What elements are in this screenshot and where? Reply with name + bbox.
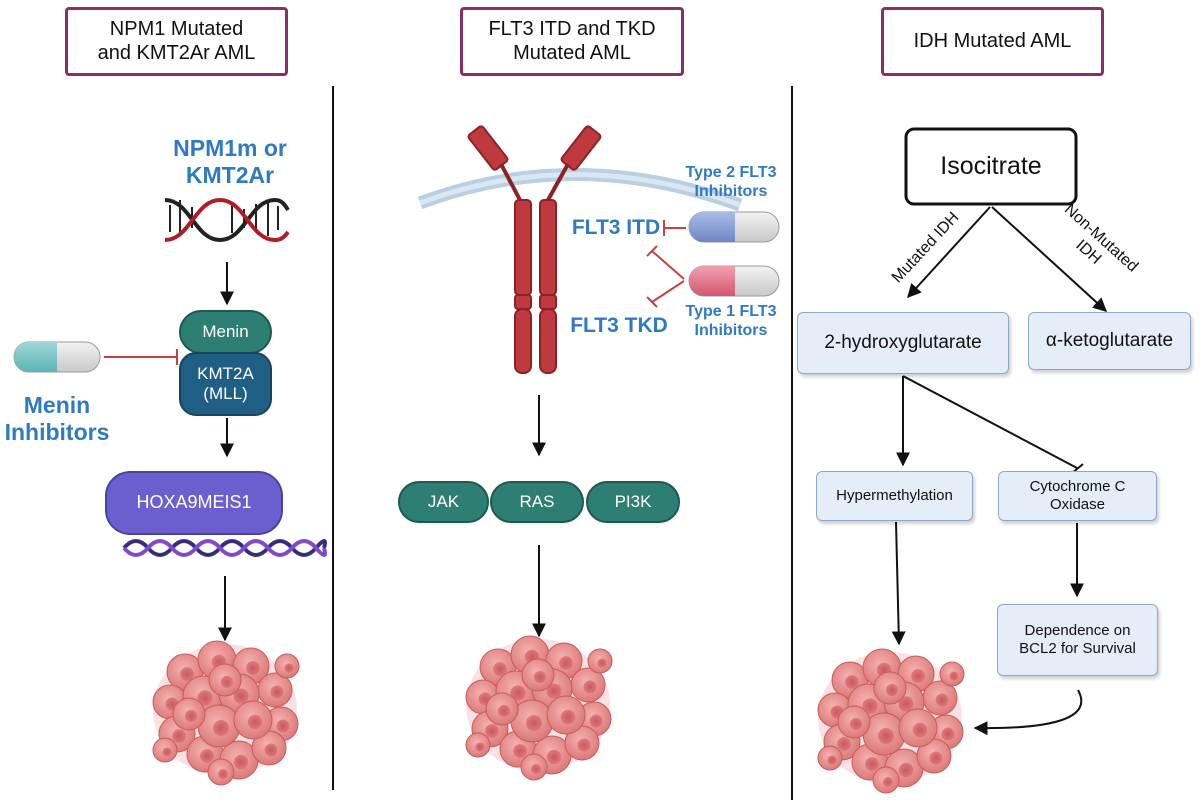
cell-nucleus	[276, 719, 290, 733]
cell-nucleus	[827, 755, 837, 765]
dna-helix-icon	[164, 197, 290, 243]
cell-nucleus	[935, 693, 949, 707]
cell-nucleus	[885, 683, 899, 697]
cell-nucleus	[218, 769, 228, 779]
mutation-label: NPM1m or KMT2Ar	[173, 134, 287, 188]
cell-nucleus	[862, 698, 878, 714]
cell-nucleus	[560, 709, 576, 725]
ras-label: RAS	[519, 491, 555, 511]
tumor-cell-cluster-icon	[152, 640, 300, 786]
cell-nucleus	[911, 669, 925, 683]
cell-nucleus	[849, 717, 863, 731]
tumor-cell-cluster-icon	[465, 635, 613, 781]
pi3k-protein	[586, 481, 680, 523]
cell-nucleus	[883, 777, 893, 787]
cell-nucleus	[200, 749, 214, 763]
cell-nucleus	[546, 749, 562, 765]
cytochrome-c-oxidase-box: Cytochrome C Oxidase	[998, 471, 1157, 521]
cell-nucleus	[233, 754, 249, 770]
cell-nucleus	[526, 715, 542, 731]
pi3k-label: PI3K	[614, 491, 652, 511]
cell-nucleus	[197, 690, 213, 706]
cell-nucleus	[485, 724, 499, 738]
hoxa9meis1-protein	[105, 471, 283, 535]
cell-nucleus	[559, 656, 573, 670]
header-idh: IDH Mutated AML	[881, 7, 1104, 76]
cell-nucleus	[941, 727, 955, 741]
type1-inhibitors-label: Type 1 FLT3 Inhibitors	[685, 303, 777, 339]
cell-nucleus	[180, 667, 194, 681]
cell-nucleus	[949, 671, 959, 681]
type2-inhibitors-label: Type 2 FLT3 Inhibitors	[685, 164, 777, 200]
flt3-itd-label: FLT3 ITD	[571, 215, 661, 239]
cell-nucleus	[898, 696, 914, 712]
ras-protein	[490, 481, 584, 523]
cell-nucleus	[546, 683, 562, 699]
cell-nucleus	[583, 680, 597, 694]
cell-nucleus	[172, 729, 186, 743]
header-npm1: NPM1 Mutated and KMT2Ar AML	[65, 7, 288, 76]
cell-nucleus	[878, 728, 894, 744]
cell-nucleus	[912, 722, 928, 738]
type1-inhibitor-pill-icon	[688, 265, 780, 297]
hypermethylation-box: Hypermethylation	[816, 471, 973, 521]
cell-nucleus	[247, 714, 263, 730]
cell-nucleus	[865, 757, 879, 771]
hoxa9meis1-label: HOXA9MEIS1	[136, 492, 252, 513]
kmt2a-protein	[179, 352, 272, 416]
cell-nucleus	[162, 747, 172, 757]
cell-nucleus	[589, 714, 603, 728]
cell-nucleus	[845, 675, 859, 689]
jak-protein	[398, 481, 489, 523]
tumor-cell-cluster-icon	[817, 648, 965, 794]
alpha-ketoglutarate-box: α-ketoglutarate	[1028, 312, 1191, 370]
cell-nucleus	[475, 742, 485, 752]
2-hydroxyglutarate-box: 2-hydroxyglutarate	[797, 312, 1009, 374]
cell-nucleus	[597, 658, 607, 668]
cell-nucleus	[184, 709, 198, 723]
cell-nucleus	[220, 675, 234, 689]
bcl2-dependence-box: Dependence on BCL2 for Survival	[997, 604, 1158, 676]
isocitrate-box	[904, 127, 1078, 206]
isocitrate-label: Isocitrate	[940, 151, 1042, 180]
flt3-tkd-label: FLT3 TKD	[570, 313, 668, 337]
cell-nucleus	[233, 688, 249, 704]
jak-label: JAK	[427, 491, 460, 511]
cell-nucleus	[898, 762, 914, 778]
header-flt3: FLT3 ITD and TKD Mutated AML	[460, 7, 684, 76]
cell-nucleus	[270, 685, 284, 699]
kmt2a-label: KMT2A (MLL)	[197, 363, 254, 403]
cell-nucleus	[577, 738, 591, 752]
cell-nucleus	[284, 663, 294, 673]
type2-inhibitor-pill-icon	[688, 211, 780, 243]
cell-nucleus	[837, 737, 851, 751]
purple-dna-icon	[122, 539, 327, 557]
cell-nucleus	[493, 662, 507, 676]
flt3-receptor-icon	[467, 125, 602, 374]
cell-nucleus	[497, 704, 511, 718]
cell-nucleus	[246, 661, 260, 675]
menin-inhibitor-pill-icon	[13, 341, 101, 373]
cell-nucleus	[531, 764, 541, 774]
cell-nucleus	[929, 751, 943, 765]
cell-nucleus	[213, 720, 229, 736]
cell-nucleus	[510, 685, 526, 701]
cell-nucleus	[513, 744, 527, 758]
menin-label: Menin	[202, 321, 249, 341]
cell-nucleus	[533, 670, 547, 684]
cell-nucleus	[264, 743, 278, 757]
menin-inhibitors-label: Menin Inhibitors	[4, 391, 110, 445]
